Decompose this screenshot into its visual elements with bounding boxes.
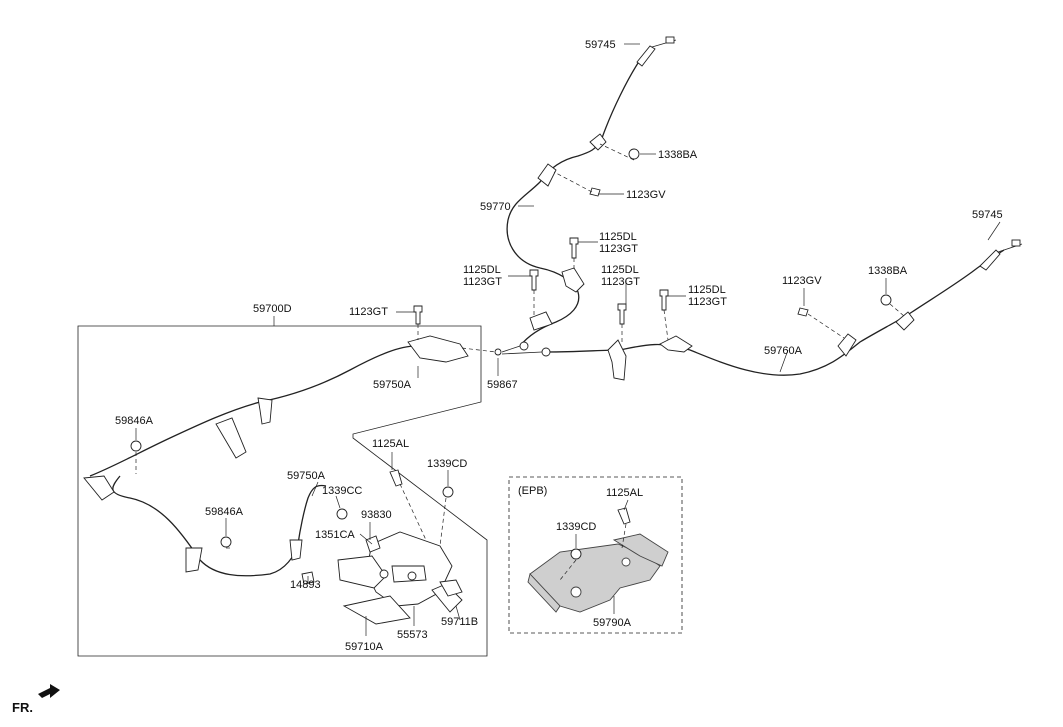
clip-1338ba-right <box>895 311 915 331</box>
front-direction-marker: FR. <box>12 684 60 715</box>
nut-1339cd-1 <box>442 486 454 498</box>
label-59711b: 59711B <box>441 616 478 628</box>
nut-59846a-2 <box>220 536 232 548</box>
label-59846a-1: 59846A <box>115 415 154 427</box>
assembly-dashed-lines <box>135 143 905 581</box>
nut-1338ba-top <box>628 148 640 160</box>
cable-end-59745-top <box>636 45 656 67</box>
bolt-1125dl-b <box>529 269 539 291</box>
bracket-59700d-b <box>215 417 247 459</box>
label-1351ca: 1351CA <box>315 529 355 541</box>
equalizer-59867 <box>494 341 551 357</box>
bracket-59770-mid <box>561 267 585 293</box>
label-55573: 55573 <box>397 629 428 641</box>
label-1123gt-d: 1123GT <box>688 296 727 308</box>
label-59846a-2: 59846A <box>205 506 244 518</box>
label-1123gv-right: 1123GV <box>782 275 822 287</box>
nut-1338ba-right <box>880 294 892 306</box>
label-1123gt-a: 1123GT <box>599 243 638 255</box>
bolt-1125al-1 <box>389 469 403 487</box>
cable-59700d <box>83 335 469 577</box>
label-59750a-top: 59750A <box>373 379 412 391</box>
assembly-59700d-frame <box>77 325 488 657</box>
label-1125dl-d: 1125DL <box>688 284 726 296</box>
nut-1339cd-2 <box>570 548 582 560</box>
cable-59760a <box>545 239 1023 381</box>
label-1125dl-c: 1125DL <box>601 264 639 276</box>
clip-1338ba-top <box>589 133 607 151</box>
bolt-1125dl-c <box>617 303 627 325</box>
label-1338ba-top: 1338BA <box>658 149 698 161</box>
label-93830: 93830 <box>361 509 392 521</box>
bolt-1123gv-right <box>797 307 809 317</box>
bracket-59770-low <box>529 311 553 331</box>
label-1123gt-e: 1123GT <box>349 306 388 318</box>
part-labels: 59745 1338BA 1123GV 59770 1125DL 1123GT … <box>115 39 1003 653</box>
bracket-59760a-a <box>607 339 627 381</box>
fasteners <box>130 148 892 585</box>
label-59770: 59770 <box>480 201 511 213</box>
label-1125al-2: 1125AL <box>606 487 643 499</box>
nut-1339cc <box>336 508 348 520</box>
clip-1123gv-right <box>837 333 857 357</box>
bolt-1125dl-d <box>659 289 669 311</box>
label-59867: 59867 <box>487 379 518 391</box>
label-59790a: 59790A <box>593 617 632 629</box>
bolt-1123gt-e <box>413 305 423 325</box>
epb-bracket-59790a <box>527 533 669 613</box>
label-1123gt-b: 1123GT <box>463 276 502 288</box>
arrow-icon <box>38 684 60 698</box>
label-59745-top: 59745 <box>585 39 616 51</box>
cable-end-59745-right <box>979 249 1001 271</box>
label-1339cc: 1339CC <box>322 485 362 497</box>
bracket-59700d-c <box>83 475 115 501</box>
label-59760a: 59760A <box>764 345 803 357</box>
clip-1123gv-top <box>537 163 557 187</box>
pedal-assembly-59710a <box>337 531 463 625</box>
lever-link-59750a <box>407 335 469 363</box>
bolt-1123gv-top <box>589 187 601 197</box>
cable-59770 <box>506 36 677 347</box>
label-59750a-mid: 59750A <box>287 470 326 482</box>
bolt-1125dl-a <box>569 237 579 259</box>
label-59700d: 59700D <box>253 303 292 315</box>
bracket-59700d-e <box>289 539 303 561</box>
bracket-59760a-b <box>659 335 693 353</box>
bolt-1125al-2 <box>617 507 631 525</box>
bracket-59700d-d <box>185 547 203 573</box>
leader-lines <box>135 43 1001 636</box>
label-1123gv-top: 1123GV <box>626 189 666 201</box>
nut-59846a-1 <box>130 440 142 452</box>
label-59745-right: 59745 <box>972 209 1003 221</box>
label-1339cd-2: 1339CD <box>556 521 596 533</box>
label-epb: (EPB) <box>518 485 547 497</box>
label-14893: 14893 <box>290 579 321 591</box>
bracket-59700d-a <box>257 397 273 425</box>
label-fr: FR. <box>12 700 33 715</box>
label-1123gt-c: 1123GT <box>601 276 640 288</box>
label-1339cd-1: 1339CD <box>427 458 467 470</box>
label-1338ba-right: 1338BA <box>868 265 908 277</box>
epb-frame <box>508 476 683 634</box>
label-1125dl-b: 1125DL <box>463 264 501 276</box>
label-1125al-1: 1125AL <box>372 438 409 450</box>
label-1125dl-a: 1125DL <box>599 231 637 243</box>
label-59710a: 59710A <box>345 641 384 653</box>
